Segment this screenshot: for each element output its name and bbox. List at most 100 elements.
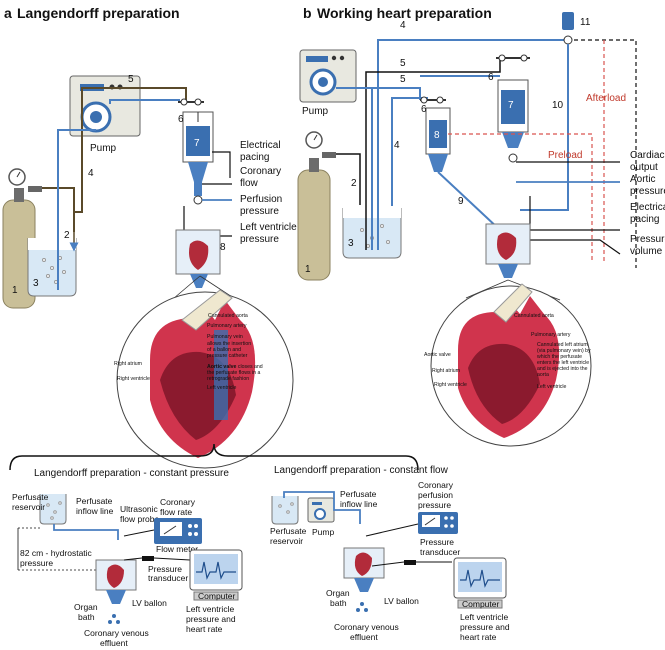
heart-detail-a	[116, 289, 294, 469]
bl-flow-meter	[154, 518, 202, 544]
bl-bath-1: Organ	[74, 602, 98, 612]
heart-a-pulm-vein-d3: pressure catheter	[207, 353, 248, 359]
bl-reservoir-1: Perfusate	[12, 492, 49, 502]
bl-effluent-2: effluent	[100, 638, 128, 648]
heart-chamber-a	[175, 229, 221, 288]
label-b-number-5-b: 5	[400, 74, 406, 85]
br-transducer-2: transducer	[420, 547, 460, 557]
label-lv-a-1: Left ventricle	[240, 222, 297, 233]
panel-a-letter: a	[4, 5, 12, 21]
heart-a-left-ventricle: Left ventricle	[207, 385, 237, 391]
heart-b-cla-2: (via pulmonary vein) by	[537, 348, 591, 354]
label-b-number-7: 7	[508, 100, 514, 111]
heart-chamber-b	[485, 223, 531, 278]
bl-organ-bath	[95, 559, 137, 624]
heart-a-pulm-vein: Pulmonary vein	[207, 334, 243, 340]
label-b-number-5-a: 5	[400, 58, 406, 69]
bl-lvph-1: Left ventricle	[186, 604, 234, 614]
label-b-number-10: 10	[552, 100, 564, 111]
label-aortic-1: Aortic	[630, 174, 656, 185]
bl-title: Langendorff preparation - constant press…	[34, 468, 229, 479]
heart-a-pulm-artery: Pulmonary artery	[207, 323, 247, 329]
label-pv-2: volume	[630, 246, 663, 257]
bl-inflow-1: Perfusate	[76, 496, 113, 506]
br-effluent-1: Coronary venous	[334, 622, 399, 632]
label-coronary-a-1: Coronary	[240, 166, 281, 177]
label-electrical-b-1: Electrical	[630, 202, 665, 213]
bl-transducer	[142, 556, 154, 561]
bl-transducer-2: transducer	[148, 573, 188, 583]
heart-a-pulm-vein-d2: of a ballon and	[207, 347, 241, 353]
label-beaker-b-number: 3	[348, 238, 354, 249]
label-b-number-6-left: 6	[421, 104, 427, 115]
label-b-number-11: 11	[580, 17, 591, 28]
br-computer-label: Computer	[462, 599, 499, 609]
bl-computer-label: Computer	[198, 591, 235, 601]
bl-probe-1: Ultrasonic	[120, 504, 159, 514]
label-supply-line-number: 5	[128, 74, 134, 85]
bl-rate-1: Coronary	[160, 497, 196, 507]
label-b-number-9: 9	[458, 196, 464, 207]
bl-transducer-1: Pressure	[148, 564, 182, 574]
label-cylinder-number: 1	[12, 285, 18, 296]
label-beaker-number: 3	[33, 278, 39, 289]
label-afterload: Afterload	[586, 93, 626, 104]
supply-line-b	[377, 39, 566, 250]
heart-a-aortic-valve-d2: the perfusate flows in a	[207, 370, 260, 376]
heart-detail-b	[430, 283, 592, 447]
label-cardiac-2: output	[630, 162, 658, 173]
label-aortic-2: pressure	[630, 186, 665, 197]
bl-reservoir-2: reservoir	[12, 502, 45, 512]
label-pump-a: Pump	[90, 143, 117, 154]
label-b-number-4-mid: 4	[394, 140, 400, 151]
label-gas-line-number: 2	[64, 230, 70, 241]
br-lvph-2: pressure and	[460, 622, 510, 632]
bl-hydro-1: 82 cm - hydrostatic	[20, 548, 93, 558]
pump-a	[69, 75, 141, 137]
bl-lvph-2: pressure and	[186, 614, 236, 624]
heart-b-cla-1: Cannulated left atrium	[537, 342, 588, 348]
heart-a-aortic-valve: Aortic valve closes and	[207, 364, 263, 370]
br-pump	[307, 497, 335, 523]
label-b-number-6-right: 6	[488, 72, 494, 83]
heart-b-right-atrium: Right atrium	[432, 368, 460, 374]
bl-reservoir	[39, 494, 67, 525]
label-cardiac-1: Cardiac	[630, 150, 664, 161]
bl-rate-2: flow rate	[160, 507, 192, 517]
gas-cylinder-b	[297, 131, 336, 281]
heart-b-right-ventricle: Right ventricle	[434, 382, 467, 388]
bl-effluent-1: Coronary venous	[84, 628, 149, 638]
br-inflow-1: Perfusate	[340, 489, 377, 499]
br-bath-2: bath	[330, 598, 347, 608]
heart-b-cannulated-aorta: Cannulated aorta	[514, 313, 554, 319]
heart-b-left-ventricle: Left ventricle	[537, 384, 567, 390]
heart-b-cla-3: which the perfusate	[537, 354, 582, 360]
label-preload: Preload	[548, 150, 582, 161]
br-lvph-3: heart rate	[460, 632, 497, 642]
beaker-a	[27, 238, 77, 297]
br-pressure-meter	[418, 512, 458, 534]
br-reservoir-1: Perfusate	[270, 526, 307, 536]
preload-reservoir	[420, 96, 451, 172]
br-bath-1: Organ	[326, 588, 350, 598]
bl-meter: Flow meter	[156, 544, 198, 554]
heart-b-cla-4: enters the left ventricle	[537, 360, 589, 366]
br-cpp-2: perfusion	[418, 490, 453, 500]
heart-b-pulm-artery: Pulmonary artery	[531, 332, 571, 338]
label-reservoir-number-7a: 7	[194, 138, 200, 149]
label-gas-line-b-number: 2	[351, 178, 357, 189]
heart-a-aortic-valve-d3: retrograde fashion	[207, 376, 249, 382]
heart-a-right-ventricle: Right ventricle	[117, 376, 150, 382]
section-brace	[9, 443, 419, 471]
label-perfusate-line-number: 4	[88, 168, 94, 179]
panel-b-title: Working heart preparation	[317, 5, 492, 21]
br-effluent-2: effluent	[350, 632, 378, 642]
afterload-reservoir	[496, 54, 530, 163]
br-reservoir-2: reservoir	[270, 536, 303, 546]
br-reservoir	[271, 496, 299, 525]
bl-hydro-2: pressure	[20, 558, 53, 568]
label-heart-number-8: 8	[220, 242, 226, 253]
label-electrical-b-2: pacing	[630, 214, 659, 225]
